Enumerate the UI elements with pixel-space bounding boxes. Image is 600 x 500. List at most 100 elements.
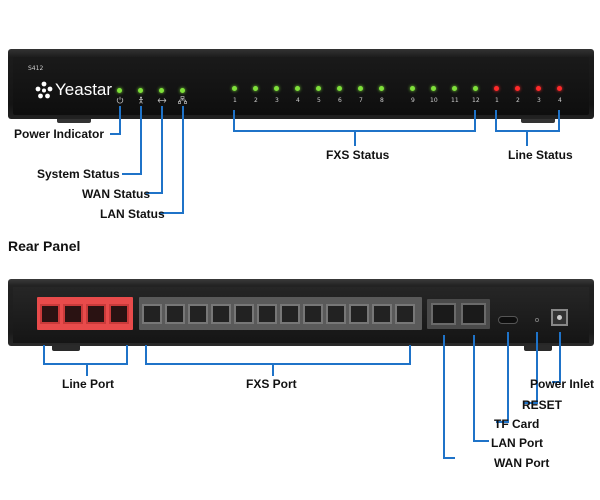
power-indicator-label: Power Indicator <box>14 127 105 141</box>
lan-port-label: LAN Port <box>491 436 543 450</box>
fxs-led <box>452 86 457 91</box>
lan-callout-horizontal <box>160 212 184 214</box>
fxs-port-jack[interactable] <box>372 304 392 324</box>
fxs-port-label: FXS Port <box>246 377 297 391</box>
fxs-bracket-right <box>474 110 476 132</box>
fxs-port-jack[interactable] <box>280 304 300 324</box>
line-port-bracket-left <box>43 345 45 365</box>
system-callout-horizontal <box>122 173 142 175</box>
rear-foot-right <box>524 346 552 351</box>
lan-port-callout-horizontal <box>473 440 489 442</box>
power-callout-horizontal <box>110 133 121 135</box>
line-led <box>515 86 520 91</box>
power-inlet-socket[interactable] <box>551 309 568 326</box>
fxs-led <box>337 86 342 91</box>
line-port-bracket-right <box>126 345 128 365</box>
fxs-status-label: FXS Status <box>326 148 390 162</box>
fxs-port-jack[interactable] <box>326 304 346 324</box>
fxs-bracket-stem <box>354 130 356 146</box>
fxs-port-jack[interactable] <box>211 304 231 324</box>
line-number: 1 <box>495 97 499 104</box>
fxs-led <box>410 86 415 91</box>
fxs-port-jack[interactable] <box>142 304 162 324</box>
wan-port-callout-vertical <box>443 335 445 459</box>
fxs-number: 12 <box>472 97 480 104</box>
lan-status-label: LAN Status <box>100 207 165 221</box>
fxs-led <box>316 86 321 91</box>
fxs-led <box>274 86 279 91</box>
fxs-number: 1 <box>233 97 237 104</box>
line-bracket-right <box>558 110 560 132</box>
front-panel-face <box>13 57 589 115</box>
wan-port-callout-horizontal <box>443 457 455 459</box>
line-number: 2 <box>516 97 520 104</box>
system-callout-vertical <box>140 106 142 175</box>
power-inlet-pin <box>557 315 562 320</box>
tf-card-callout-horizontal <box>496 421 509 423</box>
reset-label: RESET <box>522 398 563 412</box>
lan-icon <box>178 96 187 104</box>
fxs-port-jack[interactable] <box>303 304 323 324</box>
line-led <box>536 86 541 91</box>
system-status-label: System Status <box>37 167 120 181</box>
fxs-port-jack[interactable] <box>395 304 415 324</box>
power-inlet-callout-horizontal <box>552 381 561 383</box>
fxs-port-jack[interactable] <box>188 304 208 324</box>
line-port-jack[interactable] <box>40 304 60 324</box>
power-callout-vertical <box>119 106 121 135</box>
yeastar-logo-icon <box>35 81 53 99</box>
reset-callout-vertical <box>536 332 538 404</box>
fxs-number: 8 <box>380 97 384 104</box>
wan-port-label: WAN Port <box>494 456 550 470</box>
reset-pinhole[interactable] <box>535 318 539 322</box>
line-bracket-left <box>495 110 497 132</box>
wan-port[interactable] <box>431 303 456 325</box>
line-led <box>557 86 562 91</box>
fxs-number: 6 <box>338 97 342 104</box>
line-port-jack[interactable] <box>63 304 83 324</box>
lan-led <box>180 88 185 93</box>
tf-card-slot[interactable] <box>498 316 518 324</box>
fxs-number: 2 <box>254 97 258 104</box>
fxs-led <box>473 86 478 91</box>
model-label: S412 <box>28 65 44 72</box>
reset-callout-horizontal <box>524 402 538 404</box>
lan-callout-vertical <box>182 106 184 214</box>
lan-port-callout-vertical <box>473 335 475 442</box>
fxs-port-jack[interactable] <box>257 304 277 324</box>
line-bracket-stem <box>526 130 528 146</box>
fxs-led <box>253 86 258 91</box>
fxs-port-bracket-left <box>145 345 147 365</box>
rear-foot-left <box>52 346 80 351</box>
line-port-bracket-stem <box>86 363 88 376</box>
fxs-number: 3 <box>275 97 279 104</box>
system-icon <box>139 96 143 104</box>
wan-led <box>159 88 164 93</box>
fxs-led <box>358 86 363 91</box>
line-port-jack[interactable] <box>86 304 106 324</box>
line-status-label: Line Status <box>508 148 573 162</box>
line-led <box>494 86 499 91</box>
wan-callout-vertical <box>161 106 163 194</box>
line-port-jack[interactable] <box>109 304 129 324</box>
brand-name: Yeastar <box>55 80 113 99</box>
fxs-port-jack[interactable] <box>234 304 254 324</box>
wan-icon <box>157 98 167 103</box>
fxs-led <box>431 86 436 91</box>
fxs-port-jack[interactable] <box>349 304 369 324</box>
fxs-led <box>379 86 384 91</box>
fxs-port-bracket-bottom <box>145 363 411 365</box>
line-port-label: Line Port <box>62 377 115 391</box>
fxs-number: 11 <box>451 97 459 104</box>
fxs-port-bracket-right <box>409 345 411 365</box>
fxs-port-jack[interactable] <box>165 304 185 324</box>
tf-card-callout-vertical <box>507 332 509 423</box>
fxs-number: 4 <box>296 97 300 104</box>
fxs-number: 9 <box>411 97 415 104</box>
lan-port[interactable] <box>461 303 486 325</box>
system-led <box>138 88 143 93</box>
wan-status-label: WAN Status <box>82 187 151 201</box>
power-inlet-label: Power Inlet <box>530 377 595 391</box>
fxs-number: 5 <box>317 97 321 104</box>
fxs-bracket-left <box>233 110 235 132</box>
